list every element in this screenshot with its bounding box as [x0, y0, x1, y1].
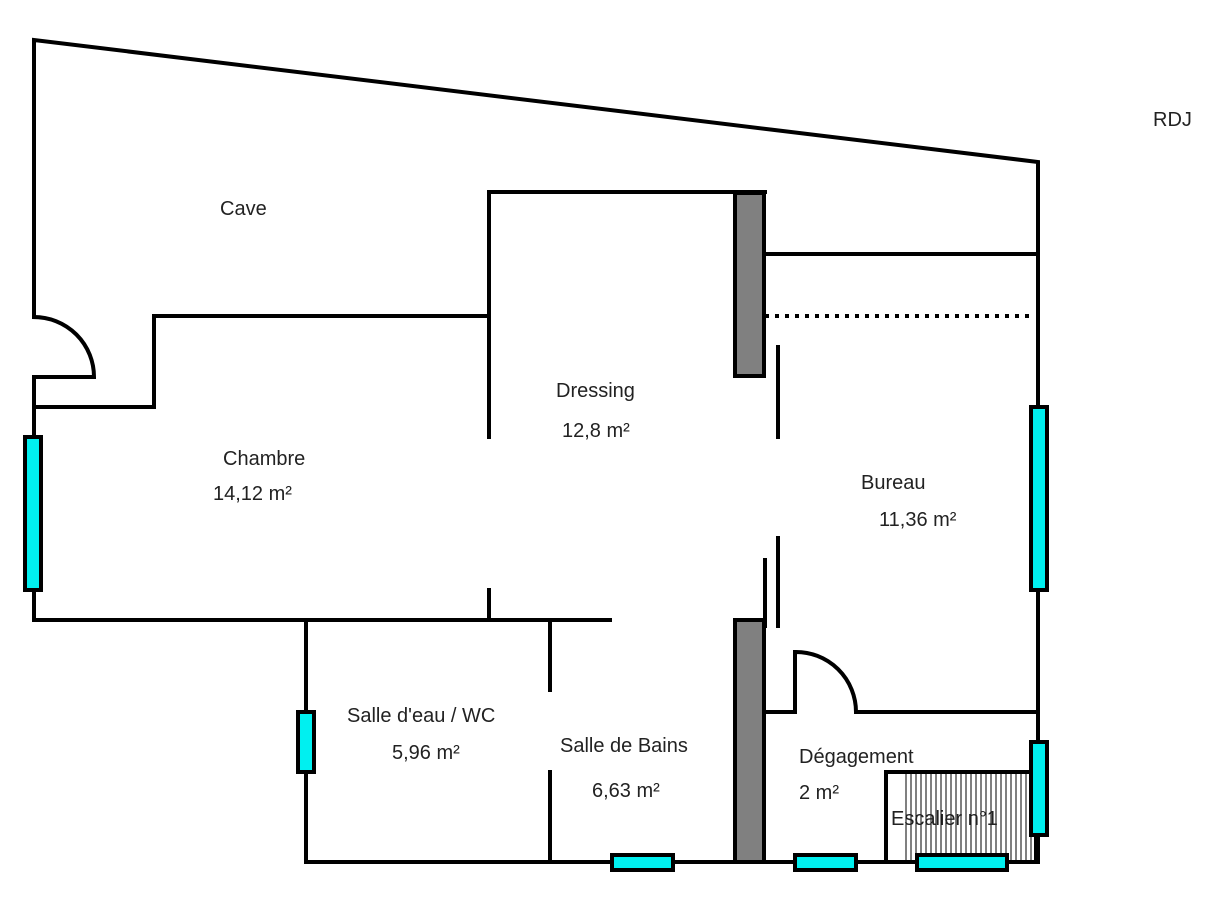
room-area-chambre: 14,12 m²: [213, 483, 292, 505]
room-name-bureau: Bureau: [861, 472, 926, 494]
room-name-degagement: Dégagement: [799, 746, 914, 768]
room-name-dressing: Dressing: [556, 380, 635, 402]
room-name-salle-eau: Salle d'eau / WC: [347, 705, 495, 727]
room-area-salle-bains: 6,63 m²: [592, 780, 660, 802]
door-cave: [31, 314, 97, 622]
room-area-dressing: 12,8 m²: [562, 420, 630, 442]
window-salle-eau: [296, 710, 316, 774]
pillar-bottom: [733, 618, 766, 864]
windows: [23, 405, 1049, 872]
stair-label: Escalier n°1: [891, 808, 998, 830]
window-salle-bains: [610, 853, 675, 872]
room-area-degagement: 2 m²: [799, 782, 839, 804]
room-name-chambre: Chambre: [223, 448, 305, 470]
room-name-cave: Cave: [220, 198, 267, 220]
window-stair-side: [1029, 740, 1049, 837]
window-stair: [915, 853, 1009, 872]
room-area-bureau: 11,36 m²: [879, 509, 957, 531]
room-name-salle-bains: Salle de Bains: [560, 735, 688, 757]
window-chambre: [23, 435, 43, 592]
level-label: RDJ: [1153, 109, 1192, 131]
room-area-salle-eau: 5,96 m²: [392, 742, 460, 764]
window-degagement: [793, 853, 858, 872]
door-degagement: [763, 649, 1040, 714]
walls: [31, 37, 1040, 864]
window-bureau: [1029, 405, 1049, 592]
pillar-top: [733, 191, 766, 378]
